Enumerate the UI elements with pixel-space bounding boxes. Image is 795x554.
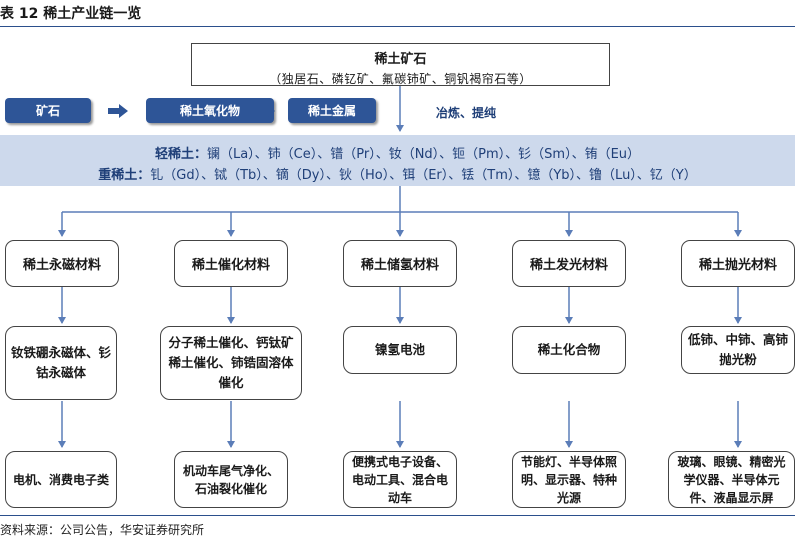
product-box: 低铈、中铈、高铈抛光粉	[681, 326, 795, 374]
material-box: 稀土永磁材料	[5, 240, 119, 287]
heavy-rare-earth-row: 重稀土：钆（Gd）、铽（Tb）、镝（Dy）、钬（Ho）、铒（Er）、铥（Tm）、…	[0, 164, 795, 183]
application-box: 电机、消费电子类	[5, 451, 117, 508]
right-arrow-icon	[255, 104, 275, 118]
light-label: 轻稀土：	[154, 147, 207, 162]
flow-step-oxide: 稀土氧化物	[146, 98, 274, 123]
product-box: 钕铁硼永磁体、钐钴永磁体	[5, 326, 117, 400]
ore-title: 稀土矿石	[374, 52, 427, 67]
flow-step-metal: 稀土金属	[288, 98, 376, 123]
material-box: 稀土发光材料	[512, 240, 626, 287]
application-box: 便携式电子设备、电动工具、混合电动车	[343, 451, 457, 508]
heavy-items: 钆（Gd）、铽（Tb）、镝（Dy）、钬（Ho）、铒（Er）、铥（Tm）、镱（Yb…	[150, 168, 697, 183]
ore-examples: （独居石、磷钇矿、氟碳铈矿、铜钒褐帘石等）	[269, 72, 532, 86]
application-box: 节能灯、半导体照明、显示器、特种光源	[512, 451, 626, 508]
light-rare-earth-row: 轻稀土：镧（La）、铈（Ce）、镨（Pr）、钕（Nd）、钷（Pm）、钐（Sm）、…	[0, 143, 795, 162]
footer-divider	[0, 515, 795, 516]
product-box: 分子稀土催化、钙钛矿稀土催化、铈锆固溶体催化	[160, 326, 302, 400]
source-note: 资料来源：公司公告，华安证券研究所	[0, 523, 205, 537]
refine-label: 冶炼、提纯	[436, 106, 497, 120]
figure-title: 表 12 稀土产业链一览	[0, 6, 142, 22]
rare-earth-band: 轻稀土：镧（La）、铈（Ce）、镨（Pr）、钕（Nd）、钷（Pm）、钐（Sm）、…	[0, 135, 795, 186]
application-box: 机动车尾气净化、石油裂化催化	[174, 451, 288, 508]
product-box: 镍氢电池	[343, 326, 457, 374]
material-box: 稀土储氢材料	[343, 240, 457, 287]
ore-box: 稀土矿石 （独居石、磷钇矿、氟碳铈矿、铜钒褐帘石等）	[191, 43, 610, 86]
flow-step-ore: 矿石	[5, 98, 91, 123]
application-box: 玻璃、眼镜、精密光学仪器、半导体元件、液晶显示屏	[668, 451, 795, 508]
heavy-label: 重稀土：	[98, 168, 151, 183]
light-items: 镧（La）、铈（Ce）、镨（Pr）、钕（Nd）、钷（Pm）、钐（Sm）、铕（Eu…	[206, 147, 641, 162]
title-divider	[0, 26, 795, 27]
product-box: 稀土化合物	[512, 326, 626, 374]
material-box: 稀土抛光材料	[681, 240, 795, 287]
right-arrow-icon	[108, 104, 128, 118]
material-box: 稀土催化材料	[174, 240, 288, 287]
